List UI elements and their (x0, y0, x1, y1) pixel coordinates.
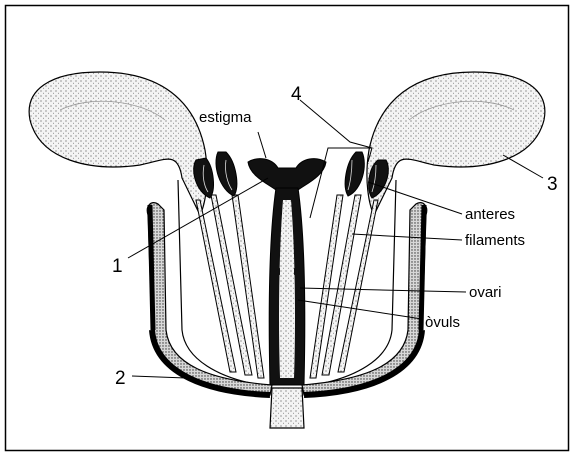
label-4: 4 (291, 84, 302, 105)
label-filaments: filaments (465, 232, 525, 249)
label-3: 3 (547, 174, 558, 195)
label-2: 2 (115, 368, 126, 389)
label-ovuls: òvuls (425, 314, 460, 331)
label-1: 1 (112, 256, 123, 277)
flower-stalk (270, 388, 304, 428)
label-anteres: anteres (465, 206, 515, 223)
label-estigma: estigma (199, 109, 252, 126)
label-ovari: ovari (469, 284, 502, 301)
